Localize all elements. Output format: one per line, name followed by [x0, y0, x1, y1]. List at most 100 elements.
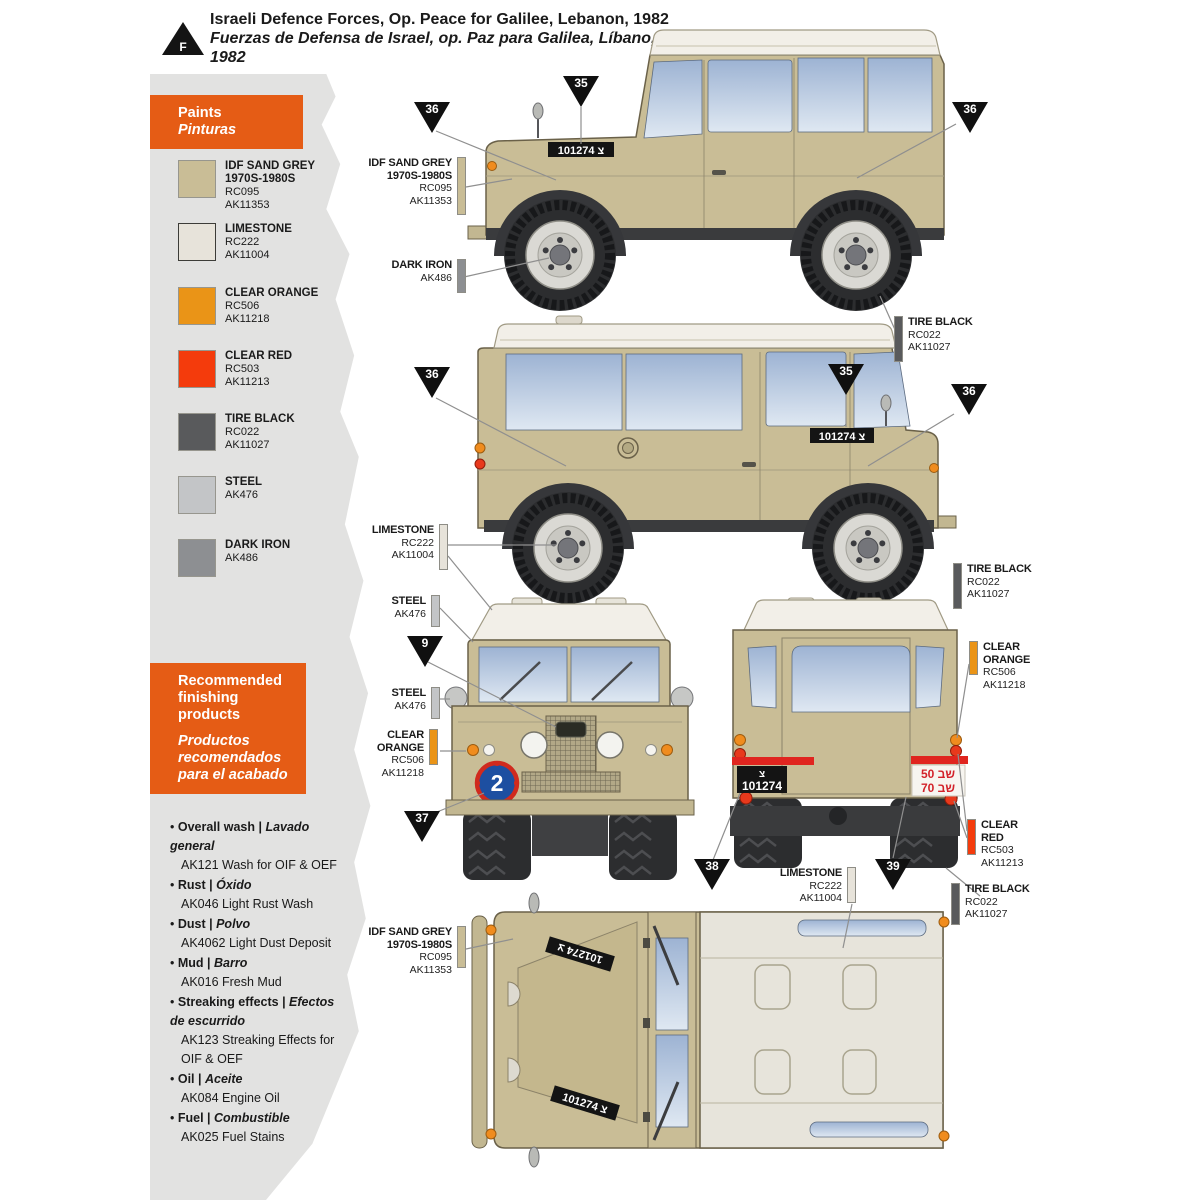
finishing-item-en: Fuel — [177, 1111, 204, 1125]
swatch-bar — [969, 641, 978, 675]
swatch-bar — [967, 819, 976, 855]
paint-code: AK11213 — [225, 376, 270, 388]
paint-name: TIRE BLACK — [225, 413, 295, 425]
callout-steel: STEEL AK476 — [350, 687, 440, 719]
paint-code: AK11218 — [225, 313, 270, 325]
svg-text:101274 צ: 101274 צ — [558, 145, 605, 157]
finishing-item-es: Óxido — [216, 878, 252, 892]
paint-swatch — [178, 350, 216, 388]
finishing-item-product: AK123 Streaking Effects for OIF & OEF — [181, 1033, 335, 1066]
paint-code: AK476 — [225, 489, 259, 501]
rear-license-plate: צ 101274 — [732, 757, 814, 793]
swatch-bar — [894, 316, 903, 362]
swatch-bar — [847, 867, 856, 903]
callout-limestone: LIMESTONE RC222 AK11004 — [328, 524, 448, 570]
paint-swatch — [178, 539, 216, 577]
finishing-item-es: Efectos de escurrido — [170, 995, 335, 1028]
svg-text:101274 צ: 101274 צ — [819, 431, 866, 443]
front-indicator-lamp — [487, 161, 497, 171]
swatch-bar — [953, 563, 962, 609]
land-rover-badge — [555, 721, 587, 738]
paint-swatch — [178, 287, 216, 325]
paint-swatch — [178, 413, 216, 451]
finishing-item: • Overall wash | Lavado general AK121 Wa… — [170, 818, 338, 875]
svg-text:צ: צ — [759, 769, 765, 780]
paint-item: TIRE BLACK RC022 AK11027 — [178, 413, 295, 452]
finishing-item-product: AK016 Fresh Mud — [181, 975, 282, 989]
finishing-item-es: Combustible — [214, 1111, 290, 1125]
callout-limestone: LIMESTONE RC222 AK11004 — [756, 867, 856, 905]
finishing-item-en: Overall wash — [177, 820, 255, 834]
title-english: Israeli Defence Forces, Op. Peace for Ga… — [210, 11, 669, 28]
finishing-item: • Oil | Aceite AK084 Engine Oil — [170, 1070, 338, 1108]
rear-indicator-lamp — [474, 442, 486, 454]
finishing-item-product: AK4062 Light Dust Deposit — [181, 936, 332, 950]
headlight-left — [520, 731, 548, 759]
finishing-item-product: AK025 Fuel Stains — [181, 1130, 285, 1144]
view-side-right: 101274 צ — [467, 29, 945, 311]
swatch-bar — [457, 259, 466, 293]
unit-roundel-decal: 2 — [474, 760, 520, 806]
callout-tire-black: TIRE BLACK RC022 AK11027 — [951, 883, 1063, 925]
finishing-item: • Fuel | Combustible AK025 Fuel Stains — [170, 1109, 338, 1147]
finishing-title-en: Recommended finishing products — [178, 673, 282, 723]
callout-idf-sand-grey: IDF SAND GREY 1970S-1980S RC095 AK11353 — [338, 157, 466, 215]
leader-lines — [426, 107, 981, 950]
finishing-item-product: AK046 Light Rust Wash — [181, 897, 314, 911]
callout-clear-red: CLEAR RED RC503 AK11213 — [967, 819, 1067, 869]
finishing-item-es: Aceite — [204, 1072, 243, 1086]
finishing-item: • Dust | Polvo AK4062 Light Dust Deposit — [170, 915, 338, 953]
page-title: Israeli Defence Forces, Op. Peace for Ga… — [210, 10, 690, 67]
paint-code: RC503 — [225, 363, 260, 375]
wiper-left — [499, 661, 541, 701]
paints-panel-header: Paints Pinturas — [150, 95, 303, 149]
paint-code: RC095 — [225, 186, 260, 198]
swatch-bar — [457, 157, 466, 215]
paint-item: STEEL AK476 — [178, 476, 262, 514]
view-front: 2 — [444, 597, 695, 882]
paint-name: IDF SAND GREY 1970S-1980S — [225, 160, 315, 185]
finishing-panel-header: Recommended finishing products Productos… — [150, 663, 306, 794]
scheme-marker-letter: F — [179, 40, 187, 54]
paints-title-en: Paints — [178, 105, 222, 121]
finishing-item-en: Mud — [177, 956, 204, 970]
swatch-bar — [429, 729, 438, 765]
finishing-item-product: AK084 Engine Oil — [181, 1091, 280, 1105]
swatch-bar — [439, 524, 448, 570]
callout-tire-black: TIRE BLACK RC022 AK11027 — [953, 563, 1065, 609]
headlight-right — [596, 731, 624, 759]
callout-clear-orange: CLEAR ORANGE RC506 AK11218 — [334, 729, 438, 779]
callout-idf-sand-grey: IDF SAND GREY 1970S-1980S RC095 AK11353 — [336, 926, 466, 976]
wiper-right — [591, 661, 633, 701]
paint-code: AK11004 — [225, 249, 270, 261]
paint-item: LIMESTONE RC222 AK11004 — [178, 223, 292, 262]
paint-item: CLEAR RED RC503 AK11213 — [178, 350, 292, 389]
paint-item: IDF SAND GREY 1970S-1980S RC095 AK11353 — [178, 160, 345, 212]
view-rear: צ 101274 שב 50 שב 70 — [730, 597, 968, 870]
svg-text:101274: 101274 — [742, 779, 782, 793]
finishing-item-en: Streaking effects — [177, 995, 279, 1009]
paint-name: LIMESTONE — [225, 223, 292, 235]
finishing-item-en: Rust — [177, 878, 206, 892]
paint-item: DARK IRON AK486 — [178, 539, 290, 577]
rear-unit-plate: שב 50 שב 70 — [911, 756, 968, 797]
swatch-bar — [457, 926, 466, 968]
paint-name: DARK IRON — [225, 539, 291, 551]
callout-tire-black: TIRE BLACK RC022 AK11027 — [894, 316, 1006, 362]
paint-code: RC506 — [225, 300, 260, 312]
hood-registration-decal: 101274 צ — [548, 142, 614, 157]
finishing-item: • Rust | Óxido AK046 Light Rust Wash — [170, 876, 338, 914]
finishing-item-es: Barro — [214, 956, 248, 970]
finishing-title-es: Productos recomendados para el acabado — [178, 733, 288, 783]
svg-text:שב 70: שב 70 — [921, 781, 955, 795]
paint-code: RC222 — [225, 236, 260, 248]
finishing-item-product: AK121 Wash for OIF & OEF — [181, 858, 337, 872]
finishing-item: • Mud | Barro AK016 Fresh Mud — [170, 954, 338, 992]
callout-steel: STEEL AK476 — [354, 595, 440, 627]
paint-swatch — [178, 476, 216, 514]
finishing-item-es: Lavado general — [170, 820, 310, 853]
paint-name: CLEAR ORANGE — [225, 287, 319, 299]
paint-name: STEEL — [225, 476, 263, 488]
swatch-bar — [431, 687, 440, 719]
